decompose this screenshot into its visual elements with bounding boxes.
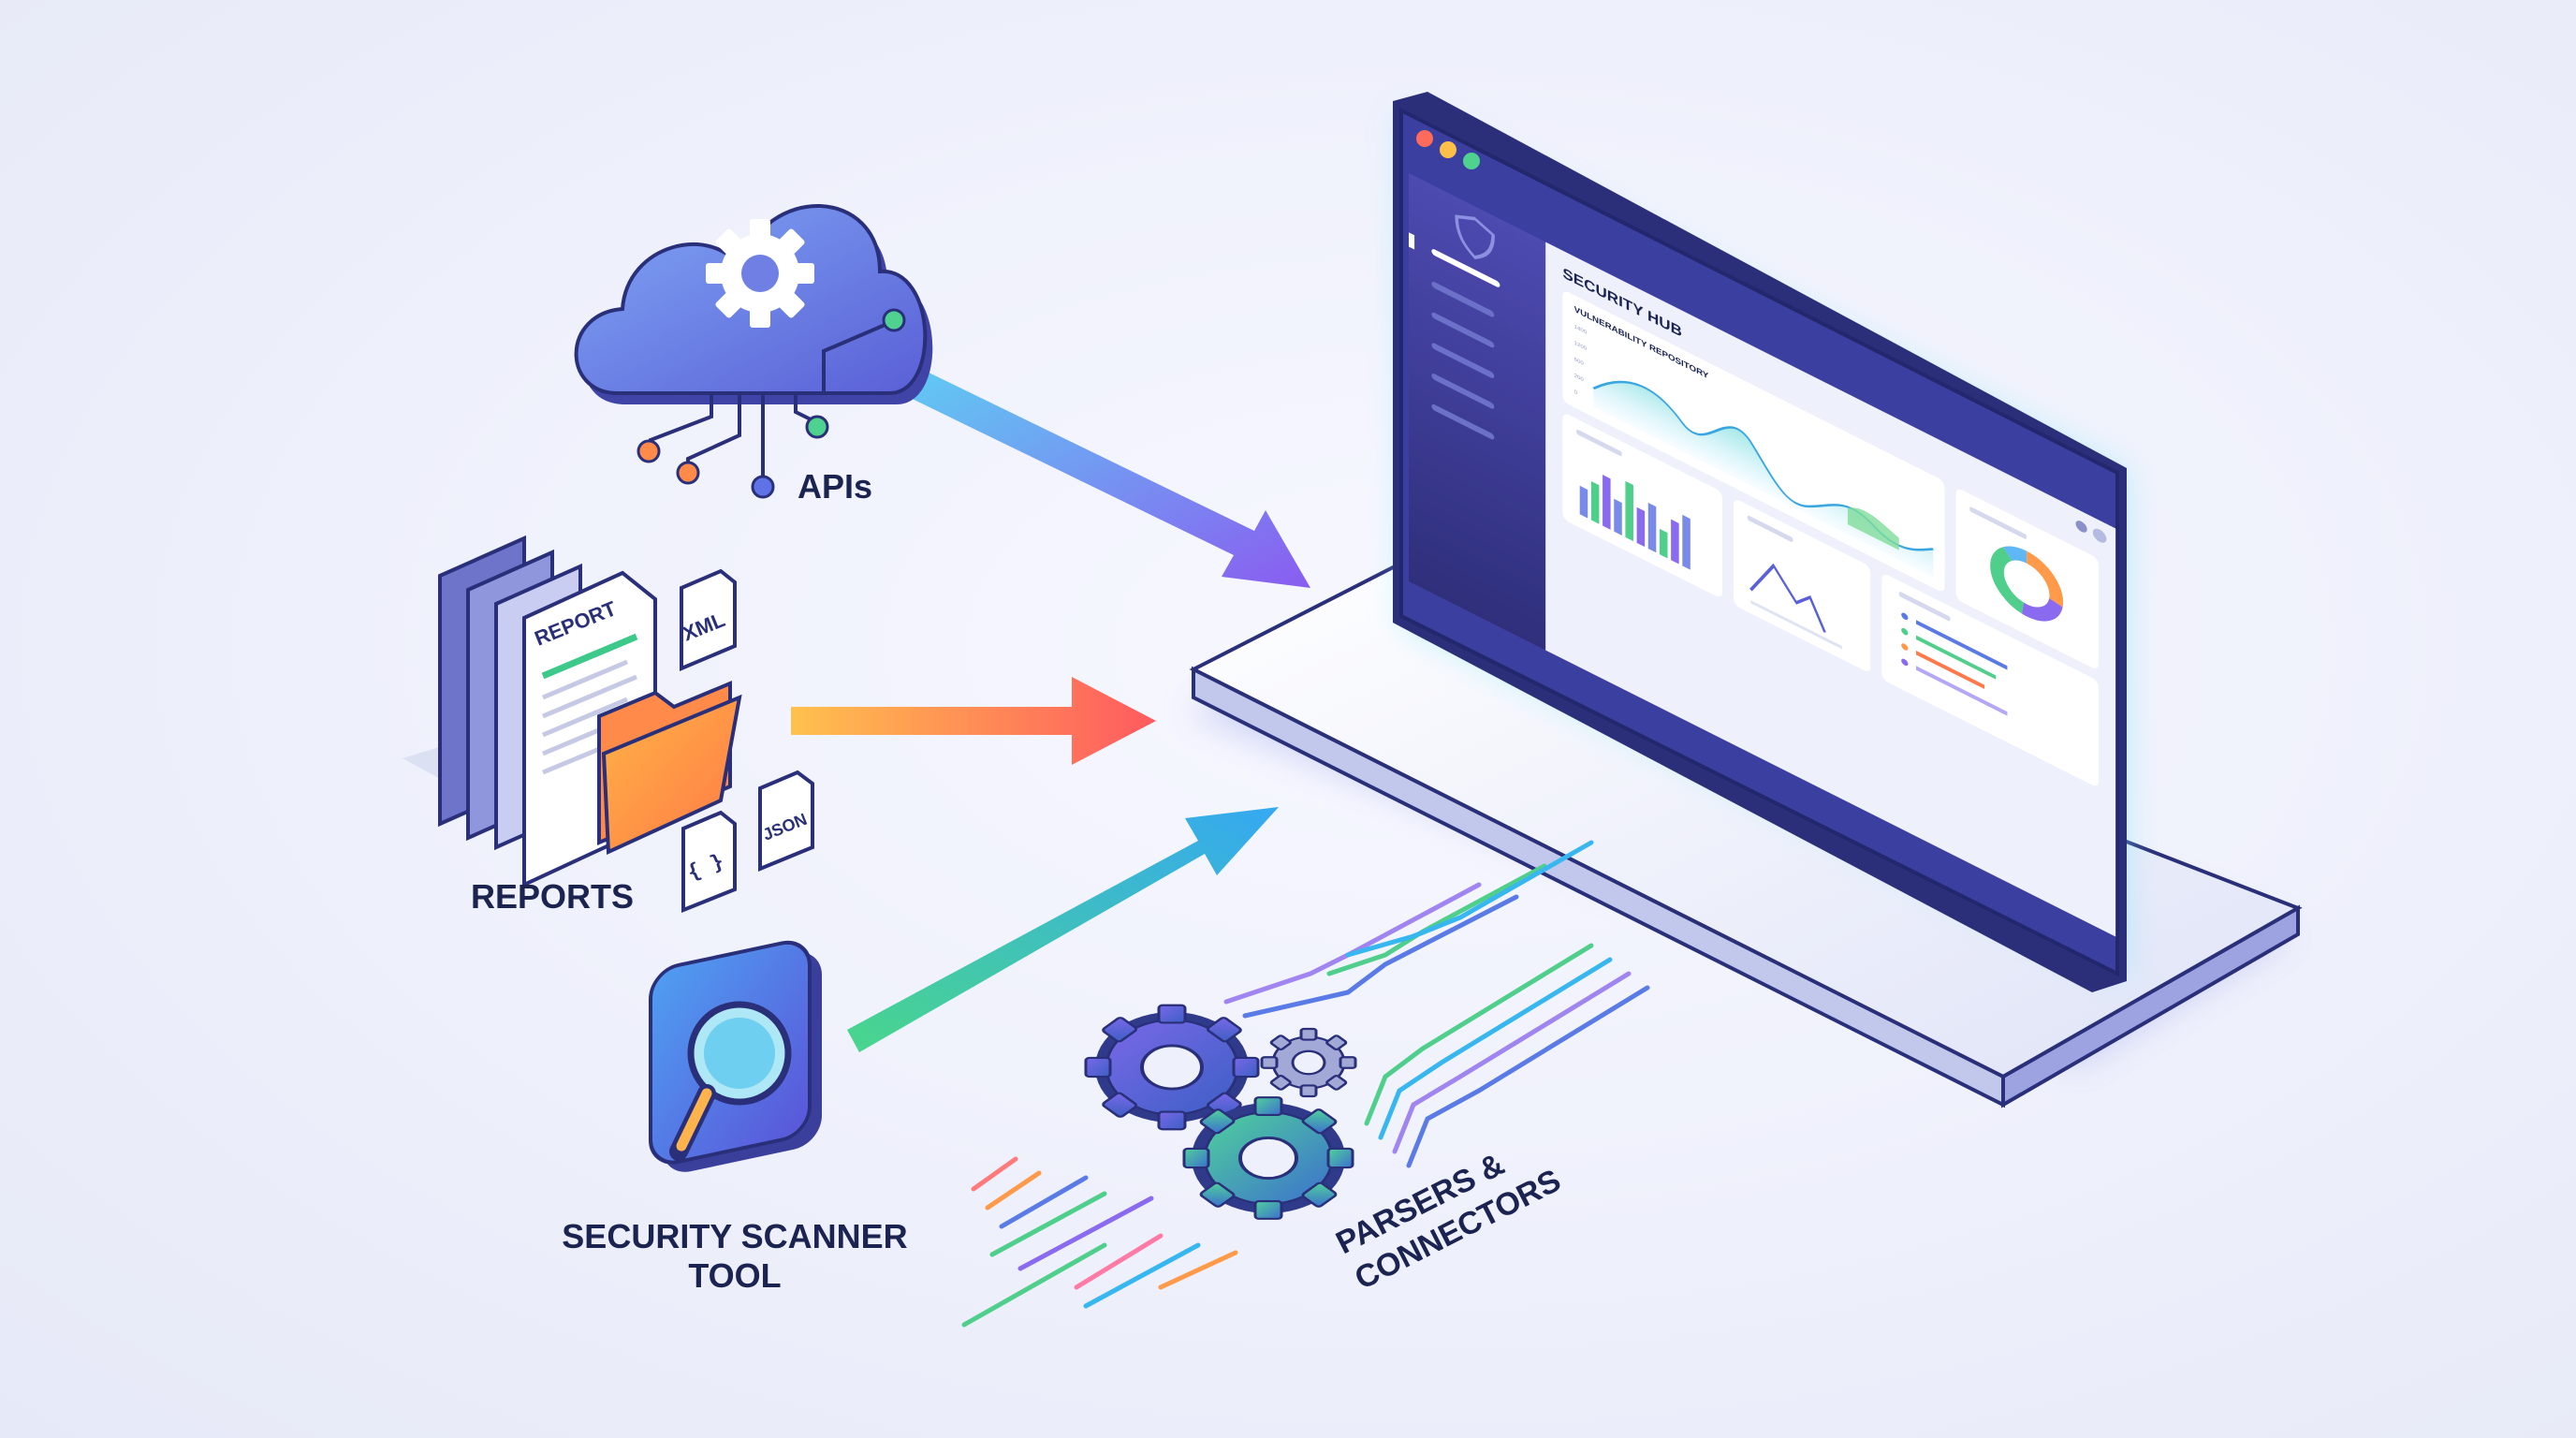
scanner-source: SECURITY SCANNER TOOL (562, 940, 908, 1295)
outgoing-data-lines (1223, 840, 1650, 1168)
sidebar-item-1[interactable] (1431, 248, 1500, 288)
arrow-reports-to-hub (791, 677, 1156, 765)
bar-chart (1579, 475, 1690, 570)
y-tick-5: 0 (1574, 389, 1578, 396)
reports-label: REPORTS (471, 877, 634, 916)
hub-sidebar (1409, 173, 1546, 651)
trend-highlight (1847, 507, 1899, 550)
mini-line-chart (1749, 563, 1826, 633)
list-panel (1881, 574, 2099, 786)
window-maximize-dot[interactable] (1463, 153, 1480, 169)
reports-source: REPORT XML { } JSON REPORTS (402, 535, 814, 916)
flow-arrows (791, 367, 1310, 1052)
cloud-gear-icon (574, 204, 933, 404)
window-minimize-dot[interactable] (1440, 141, 1456, 158)
y-tick-3: 600 (1574, 357, 1585, 368)
json-file-icon: JSON (758, 770, 814, 872)
avatar[interactable] (2092, 526, 2107, 545)
security-hub-monitor: SECURITY HUB VULNERABILITY REPOSITORY 14… (1393, 92, 2127, 992)
donut-panel (1955, 489, 2099, 668)
sidebar-item-2[interactable] (1431, 281, 1495, 318)
incoming-data-streaks (961, 1156, 1238, 1328)
xml-file-icon: XML (680, 568, 737, 672)
apis-source: APIs (574, 204, 933, 506)
arrow-scanner-to-hub (847, 807, 1279, 1052)
scanner-label-line1: SECURITY SCANNER (562, 1217, 907, 1255)
trend-area (1593, 382, 1934, 578)
magnifier-icon (649, 940, 822, 1172)
braces-file-icon: { } (681, 810, 737, 913)
shield-icon (1455, 214, 1495, 259)
gears-icon (1084, 1004, 1357, 1220)
sidebar-item-6[interactable] (1431, 404, 1495, 441)
sidebar-item-5[interactable] (1431, 373, 1495, 410)
folder-icon (597, 681, 742, 856)
line-panel (1734, 500, 1871, 671)
legend-list (1901, 612, 2008, 716)
donut-chart (1990, 546, 2064, 622)
arrow-apis-to-hub (897, 367, 1310, 588)
sidebar-item-4[interactable] (1431, 342, 1495, 379)
sidebar-item-3[interactable] (1431, 311, 1495, 348)
window-close-dot[interactable] (1416, 130, 1433, 147)
settings-icon[interactable] (2075, 519, 2087, 535)
y-tick-4: 200 (1574, 373, 1585, 384)
scanner-label-line2: TOOL (688, 1256, 781, 1295)
apis-label: APIs (798, 467, 872, 506)
